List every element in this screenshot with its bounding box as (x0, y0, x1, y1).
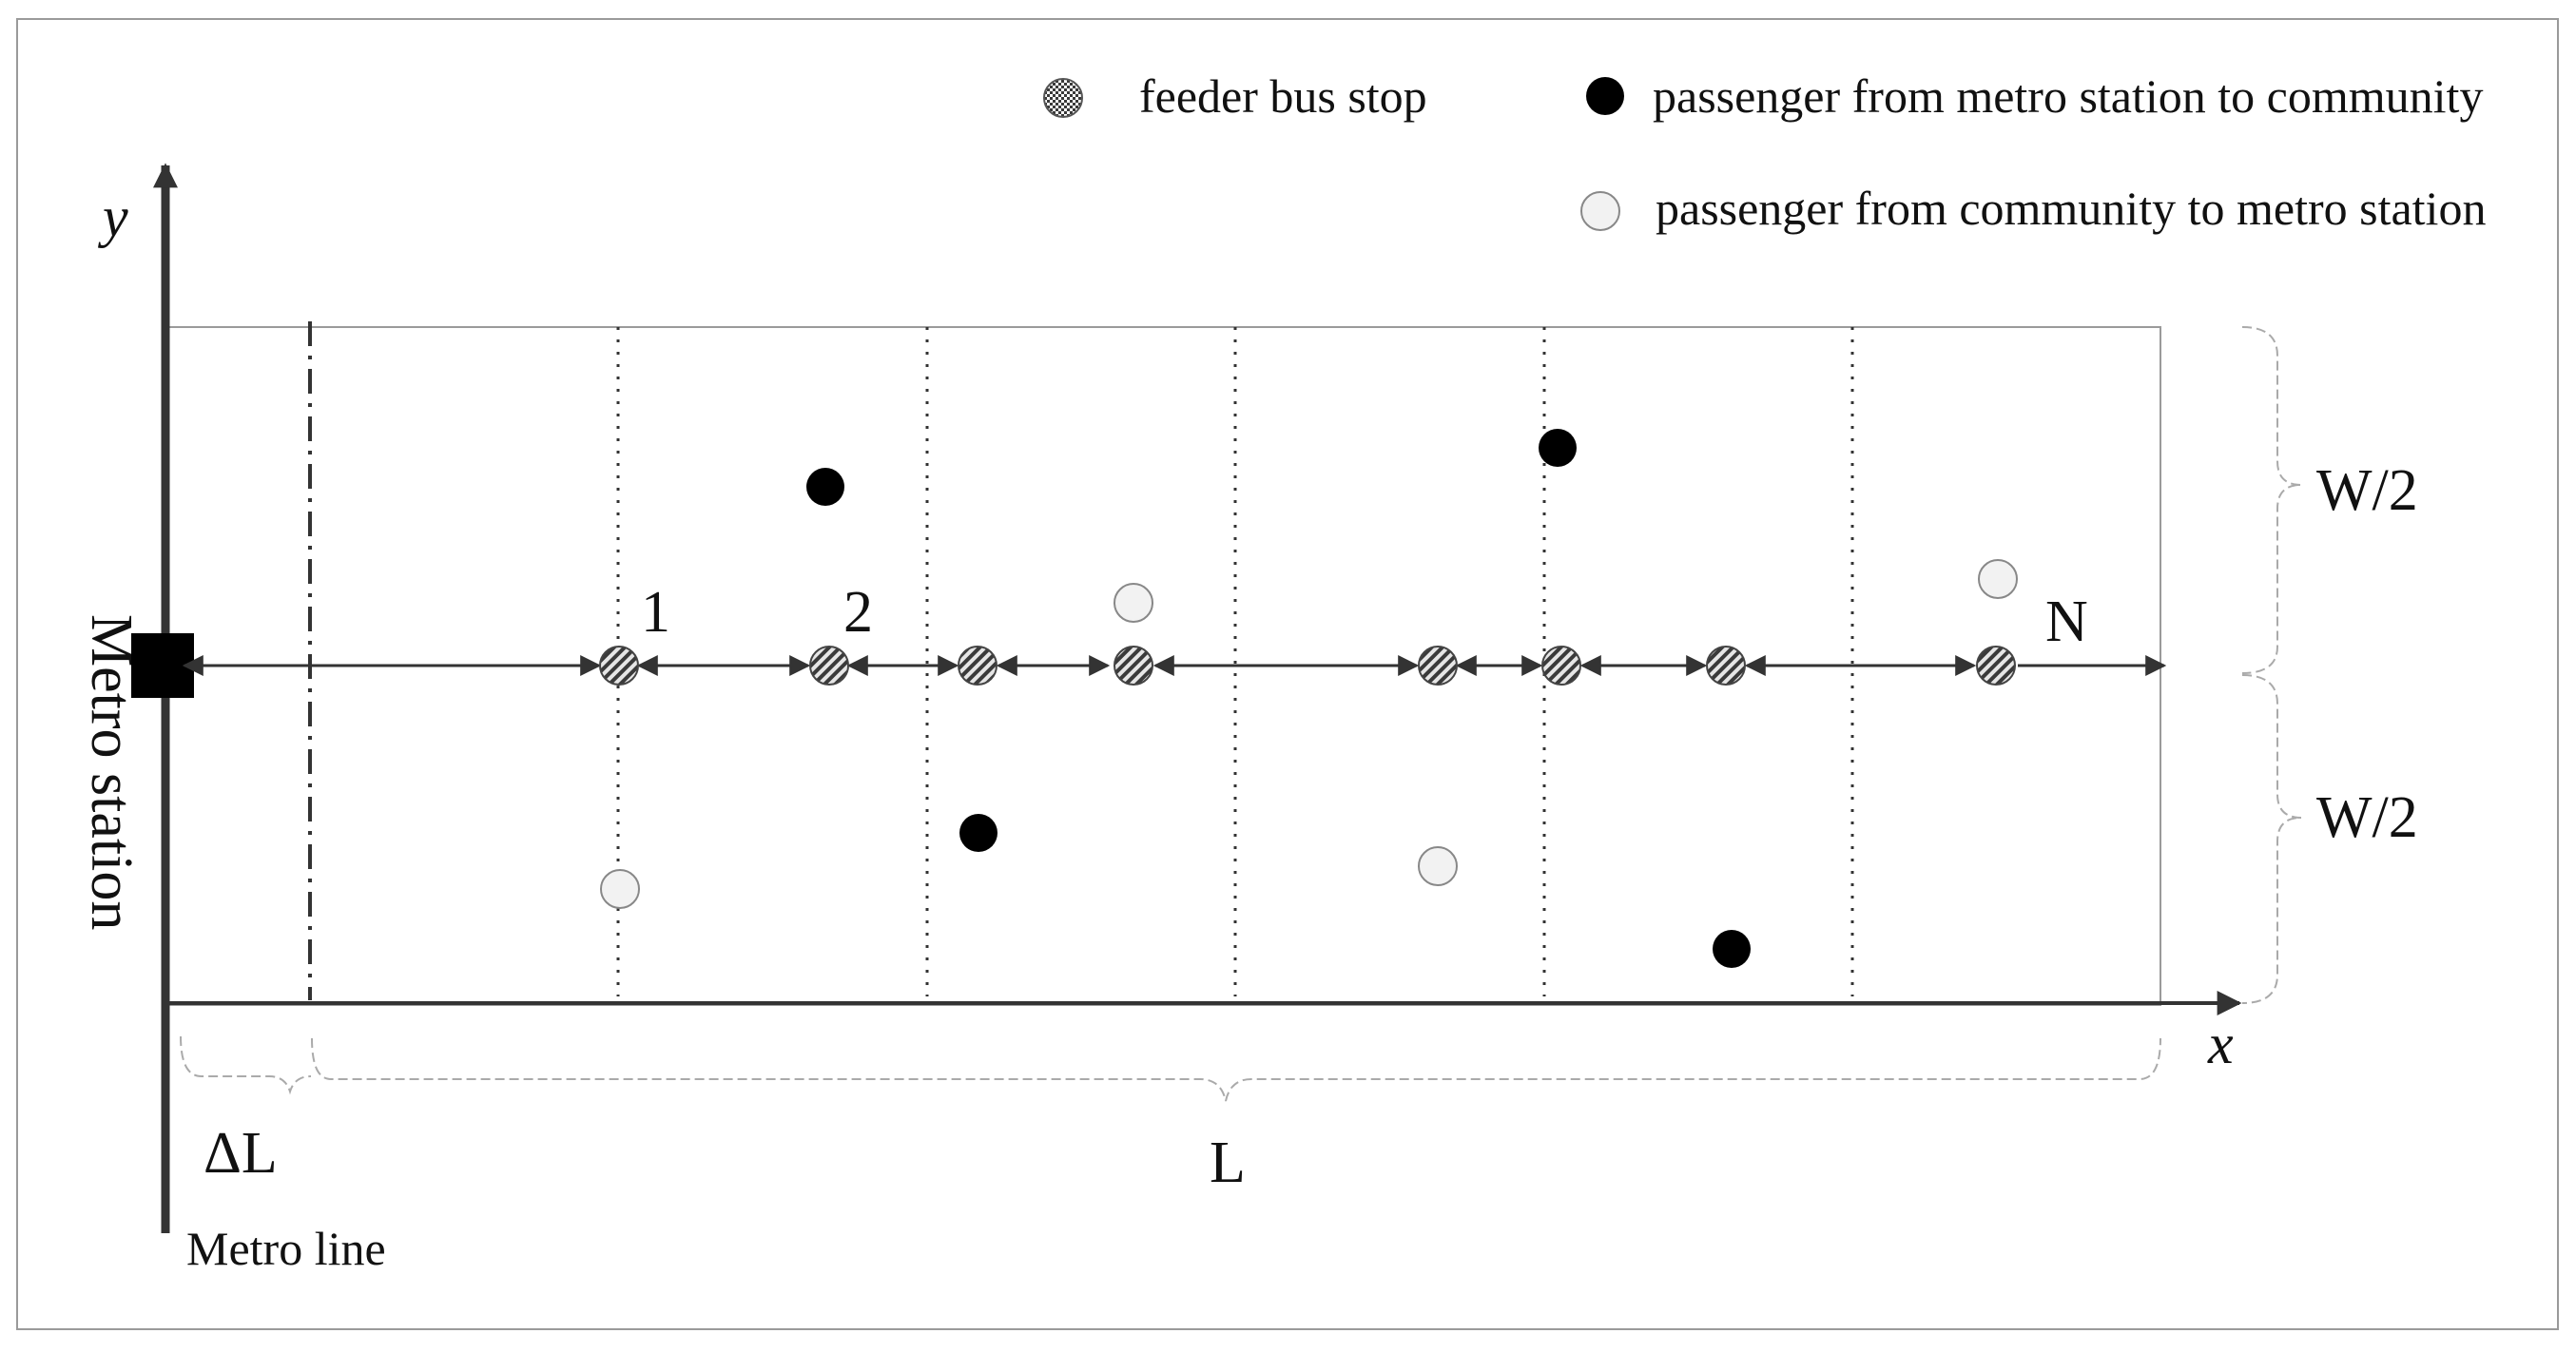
delta-l-label: ΔL (203, 1121, 278, 1186)
black-dot-icon (806, 468, 844, 506)
bus-stop-icon (809, 646, 849, 686)
bus-stop-icon (1976, 646, 2016, 686)
white-dot-icon (1114, 583, 1153, 623)
bus-stop-icon (1114, 646, 1153, 686)
upper-half-width-label: W/2 (2316, 458, 2418, 523)
length-brace (311, 1037, 2161, 1102)
bus-stop-legend-icon (1043, 78, 1083, 118)
bus-stop-icon (1541, 646, 1581, 686)
bus-stops (599, 646, 2016, 686)
legend-to-metro-label: passenger from community to metro statio… (1656, 182, 2486, 235)
white-dot-icon (1978, 559, 2018, 599)
metro-line-label: Metro line (186, 1222, 386, 1275)
black-dot-icon (1713, 930, 1751, 968)
delta-l-brace (180, 1035, 312, 1095)
bus-stop-icon (1418, 646, 1458, 686)
stop-label-first: 1 (641, 580, 670, 645)
upper-half-brace (2241, 326, 2302, 674)
figure-frame (16, 18, 2559, 1330)
zone-dividers (616, 327, 1854, 996)
black-dot-icon (959, 814, 997, 852)
stop-label-last: N (2045, 590, 2088, 654)
metro-station-label: Metro station (79, 614, 144, 930)
bus-stop-icon (1706, 646, 1746, 686)
legend-bus-stop-label: feeder bus stop (1139, 69, 1427, 123)
legend-to-community-label: passenger from metro station to communit… (1653, 69, 2483, 123)
bus-stop-icon (958, 646, 997, 686)
white-dot-icon (600, 869, 640, 909)
length-label: L (1210, 1131, 1246, 1195)
passengers-to-metro (600, 559, 2018, 909)
white-dot-icon (1418, 846, 1458, 886)
stop-label-second: 2 (843, 580, 873, 645)
white-dot-legend-icon (1580, 191, 1620, 231)
passengers-to-community (806, 429, 1751, 968)
black-dot-legend-icon (1586, 77, 1624, 115)
black-dot-icon (1539, 429, 1577, 467)
lower-half-brace (2241, 674, 2302, 1004)
bus-stop-icon (599, 646, 639, 686)
lower-half-width-label: W/2 (2316, 785, 2418, 850)
y-axis-label: y (97, 185, 128, 248)
legend: feeder bus stop passenger from metro sta… (1043, 69, 2486, 235)
x-axis-label: x (2207, 1013, 2234, 1075)
